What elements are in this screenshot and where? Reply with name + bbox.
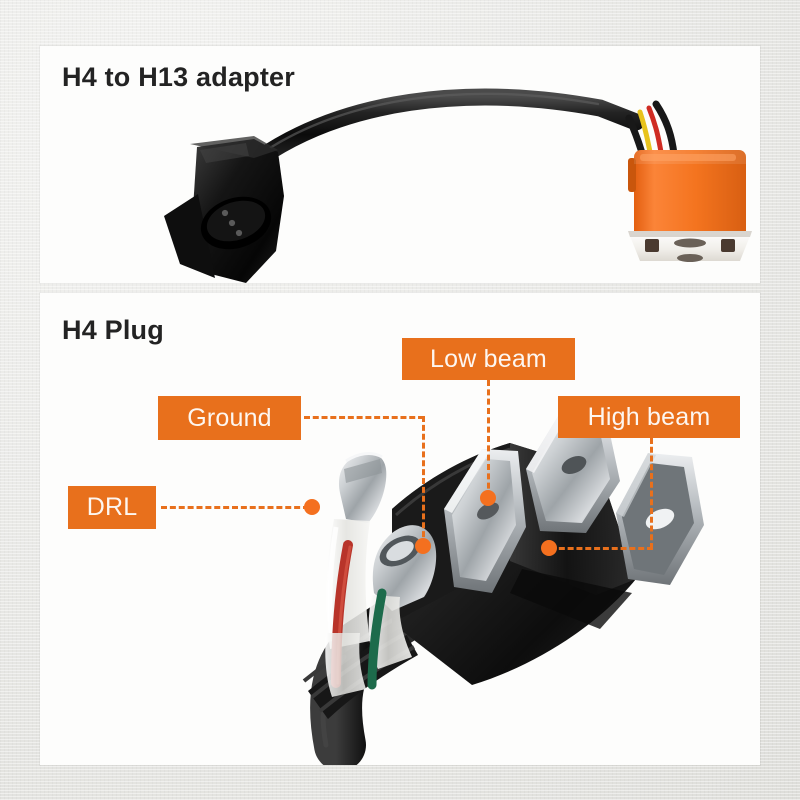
leader-line-lowbeam	[487, 380, 490, 498]
page-title-adapter: H4 to H13 adapter	[62, 62, 295, 92]
ground-blade	[526, 413, 620, 533]
h4-plug-photo	[302, 413, 704, 765]
black-cable	[241, 88, 645, 174]
leader-dot-highbeam	[541, 540, 557, 556]
label-ground[interactable]: Ground	[158, 396, 301, 440]
socket-slot-left	[645, 239, 659, 252]
leader-line-ground-vertical	[422, 416, 425, 546]
leader-dot-drl	[304, 499, 320, 515]
leader-dot-ground	[415, 538, 431, 554]
high-beam-blade	[616, 453, 704, 585]
leader-dot-lowbeam	[480, 490, 496, 506]
yellow-wire-right	[637, 109, 653, 155]
page-title-plug: H4 Plug	[62, 315, 164, 345]
leader-line-highbeam-vertical	[650, 438, 653, 549]
green-wire	[367, 588, 387, 690]
label-drl[interactable]: DRL	[68, 486, 156, 529]
leader-line-drl	[161, 506, 309, 509]
socket-slot-right	[721, 239, 735, 252]
label-high-beam[interactable]: High beam	[558, 396, 740, 438]
leader-line-highbeam-horizontal	[550, 547, 653, 550]
adapter-photo	[164, 88, 752, 283]
low-beam-blade	[444, 449, 526, 593]
red-wire-right	[646, 105, 664, 155]
socket-slot-center-bottom	[677, 254, 703, 262]
leader-line-ground-horizontal	[304, 416, 424, 419]
h13-male-connector	[164, 136, 284, 283]
socket-slot-center-top	[674, 238, 706, 248]
h4-female-socket	[628, 150, 752, 262]
label-low-beam[interactable]: Low beam	[402, 338, 575, 380]
